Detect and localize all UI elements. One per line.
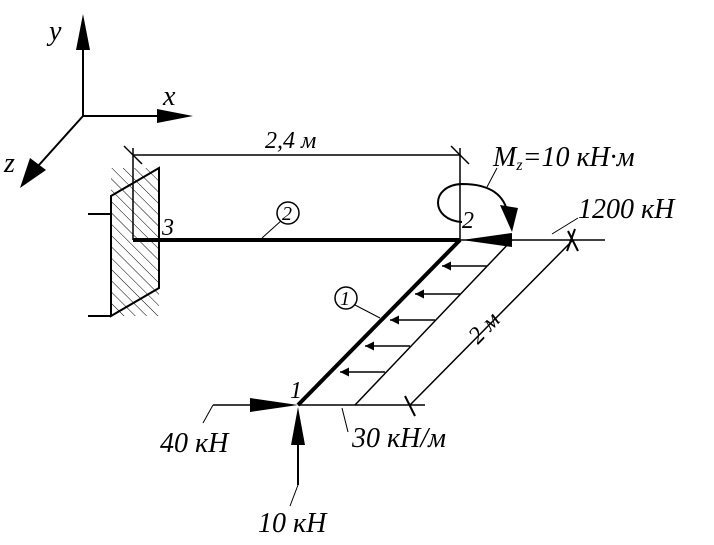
node-label-1: 1 <box>290 378 302 404</box>
member-label-2-text: 2 <box>282 203 292 225</box>
coordinate-axes: y x z <box>3 14 193 188</box>
distributed-load-label: 30 кН/м <box>351 423 446 454</box>
force-10-arrowhead <box>291 407 305 445</box>
moment-label: Mz=10 кН·м <box>492 142 635 174</box>
z-axis-arrowhead <box>20 158 46 188</box>
tick-left <box>123 145 143 165</box>
force-10: 10 кН <box>258 407 328 539</box>
force-1200-label: 1200 кН <box>578 194 676 225</box>
force-40-leader <box>202 404 214 424</box>
member-label-1: 1 <box>334 286 381 319</box>
force-1200-tick <box>566 228 576 252</box>
force-40-arrowhead <box>250 398 298 412</box>
distributed-load-boundary <box>354 239 513 406</box>
dimension-beam1: 2 м <box>298 230 579 417</box>
dimension-label-beam1: 2 м <box>464 307 506 349</box>
dimension-label-beam2: 2,4 м <box>265 128 316 154</box>
beam-member-1 <box>296 238 462 407</box>
tick-right <box>450 145 470 165</box>
member-label-1-leader <box>354 304 381 319</box>
member-label-2: 2 <box>261 201 300 239</box>
force-1200-leader <box>551 217 579 235</box>
moment-leader <box>486 167 498 188</box>
dimension-beam1-tick-bottom <box>404 395 416 417</box>
node-label-3: 3 <box>161 215 174 241</box>
force-40: 40 кН <box>160 398 298 459</box>
member-label-2-circle <box>276 201 300 225</box>
node-label-2: 2 <box>462 208 474 234</box>
moment-subscript: z <box>515 157 523 174</box>
dimension-beam1-tick-top <box>567 230 579 252</box>
y-axis-label: y <box>46 16 62 47</box>
member-label-1-circle <box>334 286 358 310</box>
force-10-label: 10 кН <box>258 508 328 539</box>
force-1200-arrowhead <box>462 233 512 247</box>
moment-load: Mz=10 кН·м <box>437 142 635 232</box>
x-axis-label: x <box>162 81 176 112</box>
dimension-beam1-line <box>409 239 574 406</box>
distributed-load: 30 кН/м <box>340 239 513 454</box>
moment-arrowhead <box>500 205 518 232</box>
member-label-1-text: 1 <box>340 288 350 310</box>
moment-symbol: M <box>492 142 518 173</box>
distributed-load-leader <box>341 407 349 433</box>
moment-arc <box>437 182 509 223</box>
moment-value: =10 кН·м <box>523 142 635 173</box>
z-axis-label: z <box>3 148 15 179</box>
force-10-leader <box>289 484 299 507</box>
force-1200: 1200 кН <box>462 194 676 252</box>
member-label-2-leader <box>261 219 283 239</box>
force-40-label: 40 кН <box>160 428 230 459</box>
dimension-beam2: 2,4 м <box>123 128 470 240</box>
y-axis-arrowhead <box>76 14 90 50</box>
x-axis-arrowhead <box>157 109 193 123</box>
